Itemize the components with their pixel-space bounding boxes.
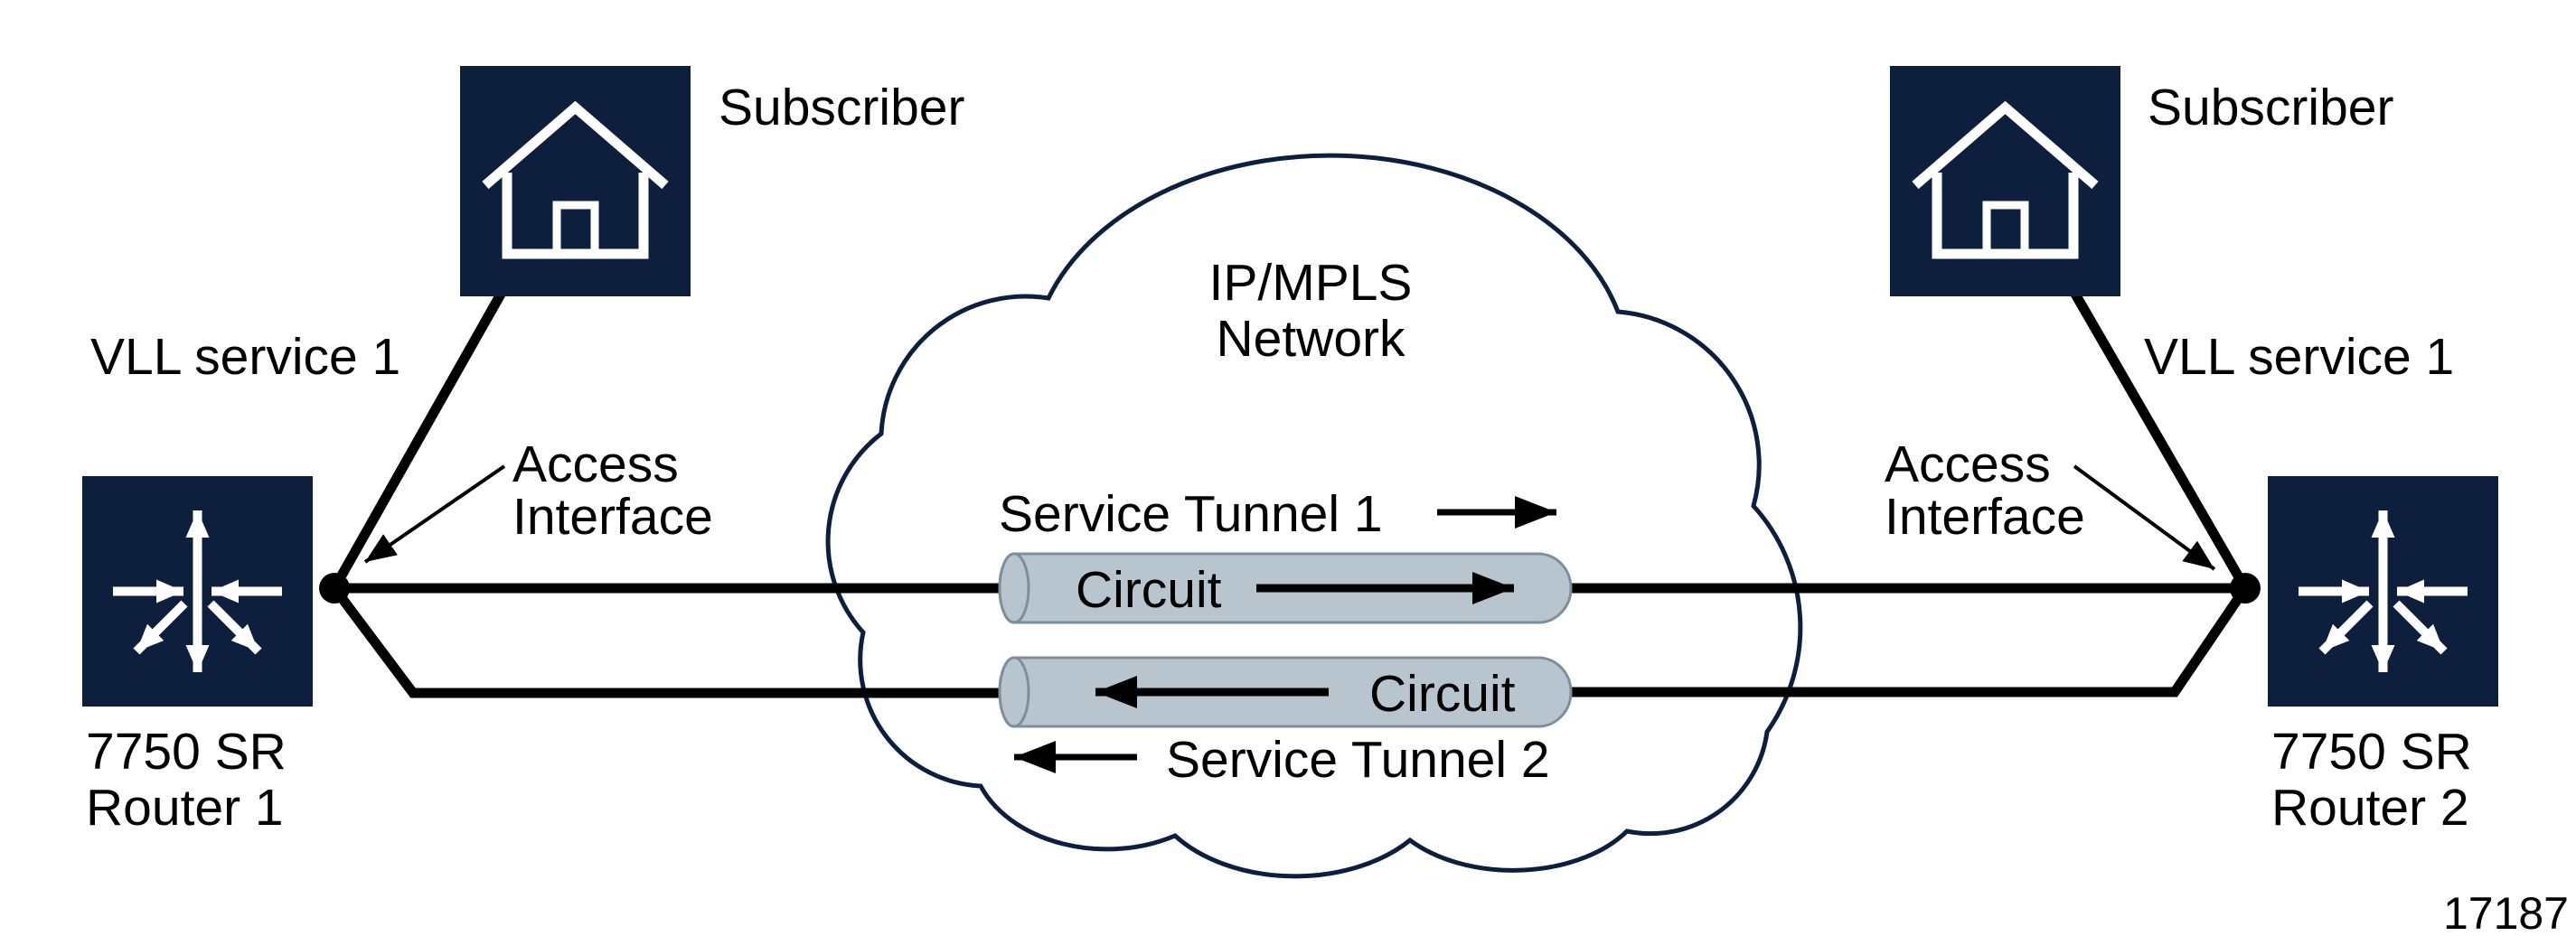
service-tunnel-1-pipe-cap [998,552,1030,624]
circuit1-label: Circuit [1076,561,1222,619]
figure-number: 17187 [2443,888,2569,936]
router1-name-line1: 7750 SR [86,723,287,781]
circuit2-label: Circuit [1369,665,1516,723]
access-interface-left-arrow [363,464,506,564]
access-interface-right-label-line2: Interface [1885,488,2085,546]
access-interface-left-label-line2: Interface [512,488,713,546]
access-interface-right-label-line1: Access [1885,435,2051,493]
direction-arrows [363,464,2216,773]
link-router1-tunnel2 [330,585,1021,698]
service-tunnel-2-pipe-cap [998,656,1030,728]
service-links [330,282,2250,698]
ip-mpls-label-line2: Network [1216,310,1406,368]
router2-name-line2: Router 2 [2271,779,2469,837]
link-subscriber2-router2 [2065,282,2250,591]
vll-service-right-label: VLL service 1 [2144,328,2454,386]
router1-name-line2: Router 1 [86,779,284,837]
access-point-left-dot [319,573,350,604]
access-point-right-dot [2230,573,2261,604]
access-interface-right-arrow [2073,464,2216,571]
link-tunnel2-router2 [1564,585,2250,697]
subscriber2-label: Subscriber [2148,79,2393,136]
access-interface-left-label-line1: Access [512,435,679,493]
service-tunnel2-label: Service Tunnel 2 [1166,731,1550,789]
nodes [82,66,2498,707]
vll-service-left-label: VLL service 1 [90,328,400,386]
labels: Subscriber Subscriber VLL service 1 VLL … [86,79,2569,936]
router2-name-line1: 7750 SR [2271,723,2472,781]
ip-mpls-label-line1: IP/MPLS [1209,254,1413,312]
link-subscriber1-router1 [330,282,511,591]
service-tunnel1-label: Service Tunnel 1 [999,485,1383,543]
subscriber1-label: Subscriber [719,79,964,136]
